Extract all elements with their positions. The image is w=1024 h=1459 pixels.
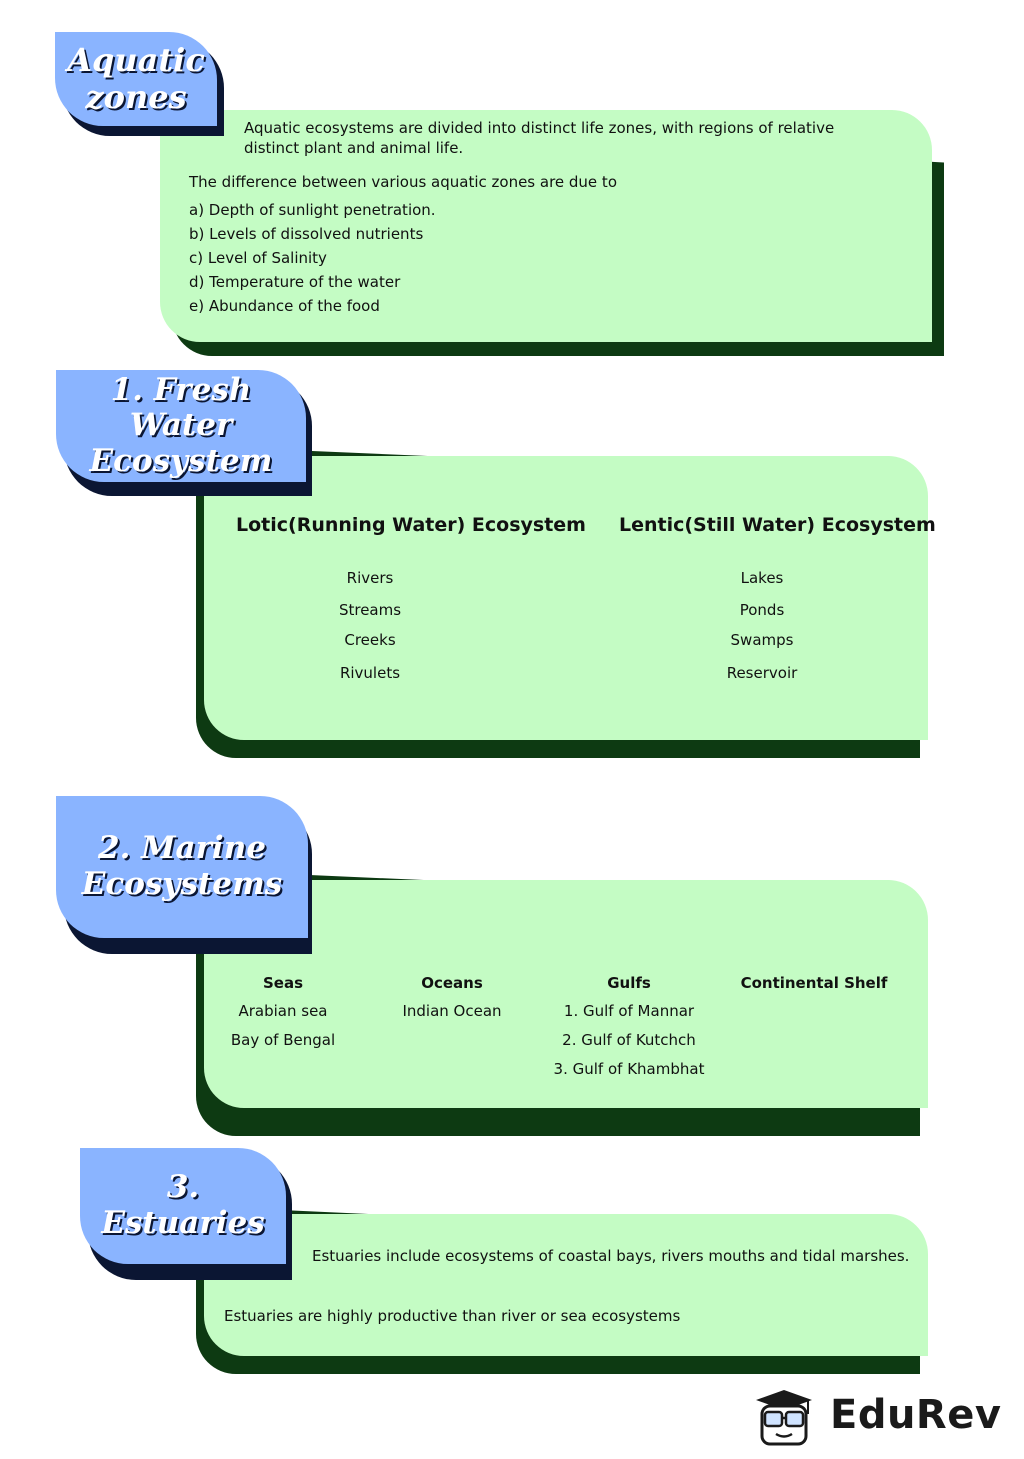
- list-item: b) Levels of dissolved nutrients: [189, 225, 424, 243]
- lentic-item: Reservoir: [726, 664, 798, 682]
- column-heading: Continental Shelf: [740, 974, 888, 992]
- aquatic-lead: The difference between various aquatic z…: [189, 173, 617, 191]
- list-item: 1. Gulf of Mannar: [563, 1002, 695, 1020]
- lentic-item: Swamps: [730, 631, 794, 649]
- aquatic-panel: [160, 110, 932, 342]
- lotic-item: Rivers: [346, 569, 394, 587]
- marine-column-gulfs: Gulfs 1. Gulf of Mannar 2. Gulf of Kutch…: [544, 973, 714, 1088]
- estuaries-line-2: Estuaries are highly productive than riv…: [224, 1307, 681, 1325]
- lentic-item: Ponds: [739, 601, 785, 619]
- edurev-logo: EduRev: [748, 1386, 1010, 1448]
- list-item: c) Level of Salinity: [189, 249, 327, 267]
- list-item: Arabian sea: [238, 1002, 328, 1020]
- lotic-item: Creeks: [344, 631, 396, 649]
- marine-tab-title: 2. Marine Ecosystems: [56, 796, 308, 938]
- list-item: d) Temperature of the water: [189, 273, 401, 291]
- lotic-item: Rivulets: [339, 664, 401, 682]
- fresh-panel: [204, 456, 928, 740]
- column-heading: Oceans: [421, 974, 483, 992]
- list-item: Bay of Bengal: [230, 1031, 336, 1049]
- estuaries-panel: [204, 1214, 928, 1356]
- aquatic-tab-title: Aquatic zones: [55, 32, 217, 126]
- lentic-heading: Lentic(Still Water) Ecosystem: [619, 514, 936, 536]
- column-heading: Seas: [262, 974, 304, 992]
- aquatic-intro: Aquatic ecosystems are divided into dist…: [244, 119, 835, 157]
- marine-column-oceans: Oceans Indian Ocean: [387, 973, 517, 1030]
- brand-name: EduRev: [830, 1392, 1002, 1438]
- estuaries-tab-title: 3. Estuaries: [80, 1148, 286, 1264]
- column-heading: Gulfs: [607, 974, 651, 992]
- marine-column-continental-shelf: Continental Shelf: [734, 973, 894, 1001]
- estuaries-line-1: Estuaries include ecosystems of coastal …: [312, 1247, 910, 1265]
- list-item: Indian Ocean: [402, 1002, 502, 1020]
- aquatic-factor-list: a) Depth of sunlight penetration. b) Lev…: [189, 200, 689, 320]
- graduate-mascot-icon: [756, 1390, 812, 1446]
- list-item: e) Abundance of the food: [189, 297, 380, 315]
- list-item: 3. Gulf of Khambhat: [553, 1060, 705, 1078]
- lentic-item: Lakes: [740, 569, 784, 587]
- list-item: 2. Gulf of Kutchch: [562, 1031, 696, 1049]
- marine-column-seas: Seas Arabian sea Bay of Bengal: [218, 973, 348, 1059]
- lotic-item: Streams: [338, 601, 402, 619]
- lotic-heading: Lotic(Running Water) Ecosystem: [236, 514, 586, 536]
- fresh-tab-title: 1. Fresh Water Ecosystem: [56, 370, 306, 482]
- marine-panel: [204, 880, 928, 1108]
- list-item: a) Depth of sunlight penetration.: [189, 201, 436, 219]
